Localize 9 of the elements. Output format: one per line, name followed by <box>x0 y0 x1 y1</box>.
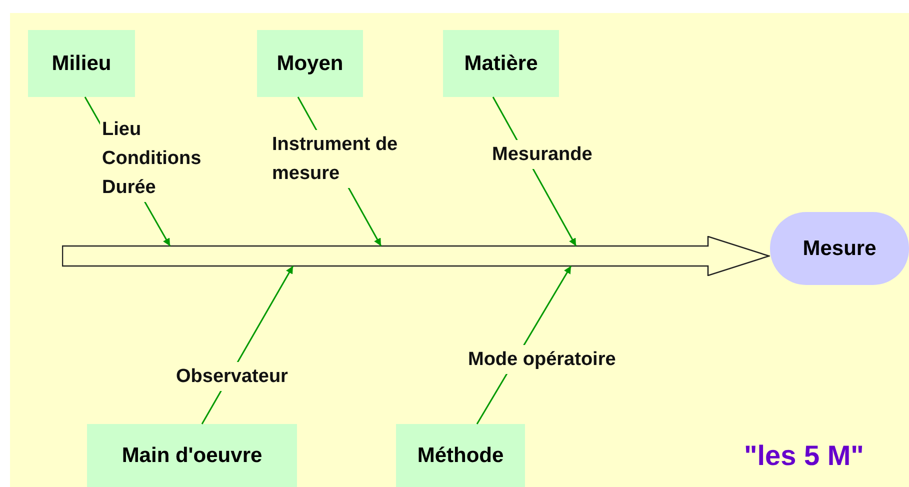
edge-label: Mode opératoire <box>466 345 618 374</box>
cause-box: Main d'oeuvre <box>87 424 297 487</box>
edge-label: Observateur <box>174 362 290 391</box>
cause-box: Matière <box>443 30 559 97</box>
cause-box: Moyen <box>257 30 363 97</box>
edge-label: Mesurande <box>490 140 594 169</box>
cause-box: Milieu <box>28 30 135 97</box>
cause-box: Méthode <box>396 424 525 487</box>
note-text: "les 5 M" <box>744 440 864 472</box>
